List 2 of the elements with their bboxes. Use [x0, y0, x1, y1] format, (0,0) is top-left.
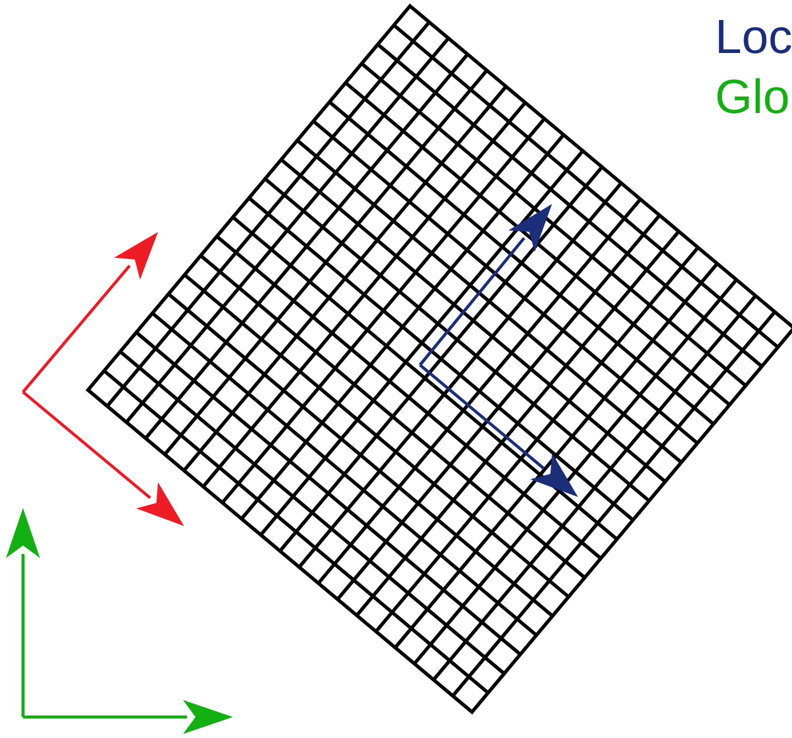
- legend-text: Loc: [715, 14, 792, 62]
- legend-text: Glo: [715, 74, 790, 122]
